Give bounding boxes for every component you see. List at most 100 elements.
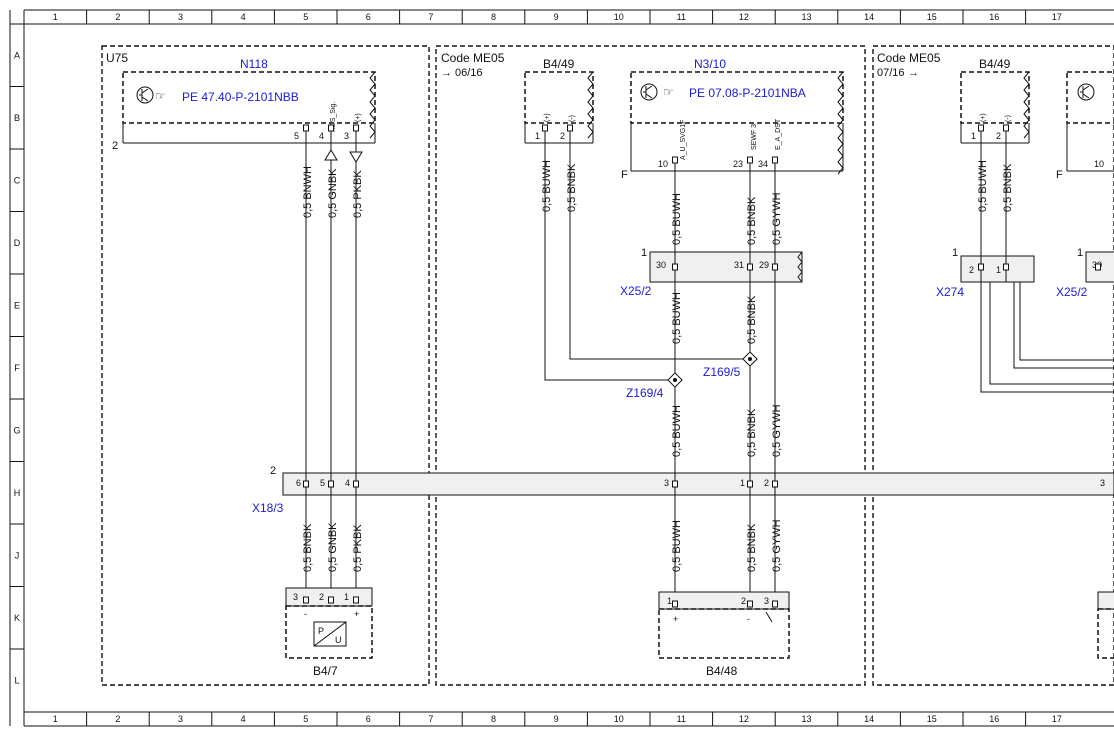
x183-pin-2: 2 xyxy=(764,478,769,488)
column-number: 2 xyxy=(115,714,120,724)
column-number: 1 xyxy=(53,12,58,22)
z1694-label[interactable]: Z169/4 xyxy=(626,386,664,400)
b47-pin-3: 3 xyxy=(293,592,298,602)
column-number: 8 xyxy=(491,714,496,724)
column-number: 16 xyxy=(989,12,999,22)
n310-signal-3: E_A_DST xyxy=(775,118,782,150)
section-code2-label: Code ME05 xyxy=(877,51,941,65)
column-number: 3 xyxy=(178,714,183,724)
pin-mark xyxy=(747,263,753,271)
pin-mark xyxy=(747,156,753,164)
pin-mark xyxy=(672,600,678,608)
x252-right-label[interactable]: X25/2 xyxy=(1056,285,1088,299)
pin-mark xyxy=(978,124,984,132)
wire-label: 0,5 BUWH xyxy=(671,193,683,245)
b47-p-label: P xyxy=(318,626,324,636)
pin-mark xyxy=(1095,263,1101,271)
n118-reference-link[interactable]: PE 47.40-P-2101NBB xyxy=(182,90,299,104)
column-number: 14 xyxy=(864,714,874,724)
x183-pin-6: 6 xyxy=(296,478,301,488)
section-code1-date: 06/16 xyxy=(455,67,483,79)
x252-label[interactable]: X25/2 xyxy=(620,284,652,298)
n118-kds-signal: KDS_Sig. xyxy=(330,102,337,132)
row-letter: L xyxy=(14,675,19,685)
column-number: 12 xyxy=(739,12,749,22)
column-number: 11 xyxy=(677,714,686,724)
column-number: 9 xyxy=(554,12,559,22)
column-number: 13 xyxy=(801,714,811,724)
column-number: 2 xyxy=(115,12,120,22)
b449-left-pin-1: 1 xyxy=(535,131,540,141)
column-number: 13 xyxy=(801,12,811,22)
x252-pin-29: 29 xyxy=(759,260,769,270)
b449-right-pin-1: 1 xyxy=(971,131,976,141)
n118-label[interactable]: N118 xyxy=(240,57,268,71)
column-number: 3 xyxy=(178,12,183,22)
pointing-hand-icon: ☞ xyxy=(155,89,166,103)
transistor-icon xyxy=(640,83,658,101)
x252-pin-30: 30 xyxy=(656,260,666,270)
wire-label: 0,5 PKBK xyxy=(352,524,364,572)
b449-right-plus: (+) xyxy=(980,113,987,122)
wire-layer xyxy=(305,128,1114,592)
column-number: 15 xyxy=(927,714,937,724)
section-borders xyxy=(101,45,1114,686)
b47-label: B4/7 xyxy=(313,664,338,678)
row-letter: F xyxy=(14,363,20,373)
n118-pin-3: 3 xyxy=(344,131,349,141)
transistor-icon xyxy=(1077,83,1095,101)
row-letter: K xyxy=(14,613,20,623)
column-number: 9 xyxy=(554,714,559,724)
row-letter: A xyxy=(14,50,20,60)
b449-left-label: B4/49 xyxy=(543,57,575,71)
pin-mark xyxy=(353,596,359,604)
x183-pos-num: 2 xyxy=(270,465,276,477)
column-number: 16 xyxy=(989,714,999,724)
n118-side-num: 2 xyxy=(112,140,118,152)
wire-label: 0,5 BNWH xyxy=(302,166,314,218)
wire-label: 0,5 BNBK xyxy=(1002,163,1014,212)
x183-pin-4: 4 xyxy=(345,478,350,488)
column-number: 14 xyxy=(864,12,874,22)
n310-side-letter: F xyxy=(621,169,628,181)
b47-pin-1: 1 xyxy=(344,592,349,602)
row-letter: B xyxy=(14,113,20,123)
x252-right-connector: 1 X25/2 30 xyxy=(1056,247,1114,299)
column-number: 7 xyxy=(428,714,433,724)
pin-mark xyxy=(567,124,573,132)
pin-mark xyxy=(353,480,359,488)
wire-label: 0,5 BUWH xyxy=(671,520,683,572)
section-code1-arrow: → xyxy=(441,67,452,79)
wire-label: 0,5 PKBK xyxy=(352,170,364,218)
b448-sensor: B4/48 1 2 3 + - xyxy=(658,591,1114,678)
wire-label: 0,5 BUWH xyxy=(977,160,989,212)
x183-pin-3: 3 xyxy=(664,478,669,488)
x274-label[interactable]: X274 xyxy=(936,285,964,299)
b448-pin-1: 1 xyxy=(667,596,672,606)
pin-mark xyxy=(747,600,753,608)
wire xyxy=(989,282,1114,385)
x183-label[interactable]: X18/3 xyxy=(252,501,284,515)
n310-pin-23: 23 xyxy=(733,159,743,169)
n310-label[interactable]: N3/10 xyxy=(694,57,726,71)
wire-labels: 0,5 BNWH 0,5 GNBK 0,5 PKBK 0,5 BNBK 0,5 … xyxy=(302,160,1014,572)
b47-pin-2: 2 xyxy=(319,592,324,602)
row-letter: J xyxy=(15,550,20,560)
n310-reference-link[interactable]: PE 07.08-P-2101NBA xyxy=(689,86,806,100)
pin-mark xyxy=(328,480,334,488)
pin-mark xyxy=(978,263,984,271)
b448-plus: + xyxy=(673,614,678,624)
b448-label: B4/48 xyxy=(706,664,738,678)
z1695-label[interactable]: Z169/5 xyxy=(703,365,741,379)
x252-right-pos-num: 1 xyxy=(1077,247,1083,259)
right-module-pin-10: 10 xyxy=(1094,159,1104,169)
transistor-icon xyxy=(136,86,154,104)
column-number: 8 xyxy=(491,12,496,22)
column-number: 5 xyxy=(303,12,308,22)
n310-pin-10: 10 xyxy=(658,159,668,169)
b449-left-plus: (+) xyxy=(544,113,551,122)
right-module-side-letter: F xyxy=(1056,169,1063,181)
n118-pin-4: 4 xyxy=(319,131,324,141)
n310-pin-34: 34 xyxy=(758,159,768,169)
wire-label: 0,5 BNBK xyxy=(746,295,758,344)
